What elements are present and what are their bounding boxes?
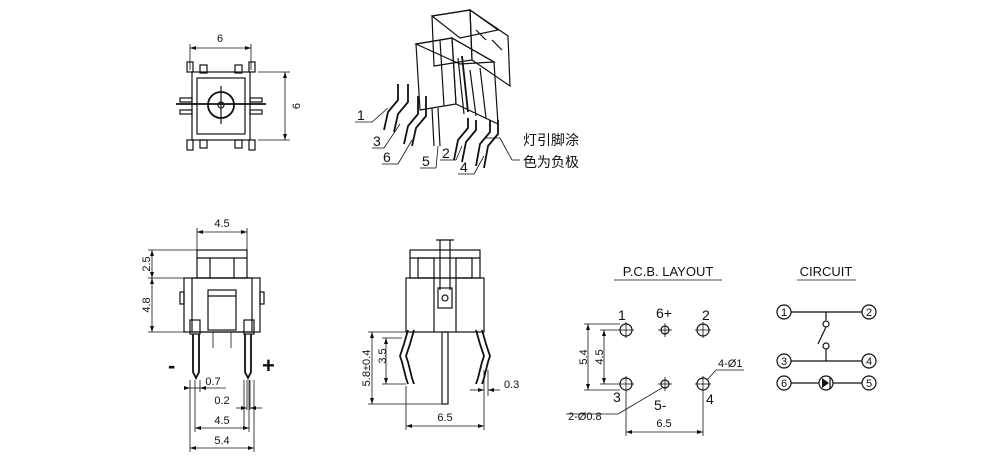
pcb-pin-2: 2 [702,307,710,323]
pcb-dim-h: 6.5 [656,418,671,430]
side-width-dim: 6.5 [437,412,452,424]
iso-pin-2: 2 [442,145,450,161]
circuit-pin-1: 1 [781,307,787,319]
led-pin-note-line1: 灯引脚涂 [523,133,579,149]
iso-pin-6: 6 [383,149,391,165]
led-pin-note-line2: 色为负极 [523,154,579,171]
circuit-title: CIRCUIT [800,264,853,279]
front-top-dim: 4.5 [214,218,229,230]
pcb-title: P.C.B. LAYOUT [623,264,714,279]
top-width-dim: 6 [217,33,223,45]
iso-pin-3: 3 [373,133,381,149]
front-dim-c: 4.5 [214,415,229,427]
front-dim-b: 0.2 [214,395,229,407]
circuit-pin-6: 6 [781,378,787,390]
plus-sign: + [262,353,275,378]
pcb-pin-4: 4 [706,391,714,407]
front-view: 4.5 2.5 4.8 - + [141,218,275,452]
circuit-pin-5: 5 [866,378,872,390]
pcb-pin-3: 3 [613,389,621,405]
pcb-dim-v2: 4.5 [594,349,606,364]
top-height-dim: 6 [291,103,303,109]
side-leg-dim: 3.5 [377,348,389,363]
circuit-pin-3: 3 [781,356,787,368]
side-total-dim: 5.8±0.4 [361,350,373,387]
iso-pin-1: 1 [357,107,365,123]
pcb-hole4-dim: 4-Ø1 [718,358,742,370]
minus-sign: - [168,353,175,378]
front-dim-a: 0.7 [205,376,220,388]
side-pin-dim: 0.3 [504,379,519,391]
front-body-dim: 4.8 [141,297,153,312]
circuit-pin-4: 4 [866,356,872,368]
top-view: 6 6 [176,33,303,151]
pcb-dim-v1: 5.4 [578,349,590,364]
iso-pin-5: 5 [422,153,430,169]
pcb-pin-5minus: 5- [654,397,667,413]
pcb-pin-1: 1 [618,307,626,323]
circuit-pin-2: 2 [866,307,872,319]
circuit-diagram: CIRCUIT 1 2 3 4 6 5 [776,264,877,391]
iso-pin-4: 4 [460,159,468,175]
pcb-pin-6plus: 6+ [656,305,672,321]
side-view: 5.8±0.4 3.5 0.3 6.5 [361,239,519,430]
pcb-hole2-dim: 2-Ø0.8 [568,411,602,423]
isometric-view: 1 3 6 5 2 4 灯引脚涂 色为负极 [355,8,579,175]
front-cap-dim: 2.5 [141,256,153,271]
pcb-layout: P.C.B. LAYOUT 1 6+ 2 3 5- 4 5.4 4.5 [566,264,744,436]
front-dim-d: 5.4 [214,435,229,447]
